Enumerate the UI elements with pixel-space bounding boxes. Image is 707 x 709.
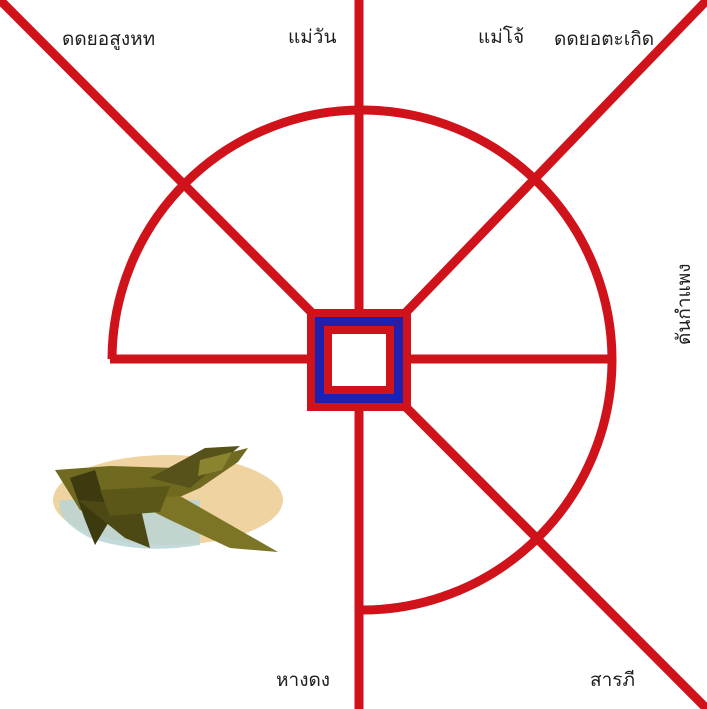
- label-bottom-center: หางดง: [276, 671, 330, 690]
- label-top-center: แม่วัน: [288, 28, 336, 47]
- label-top-left: ดดยอสูงหท: [62, 30, 155, 49]
- label-top-right-2: ดดยอตะเกิด: [554, 30, 654, 49]
- label-bottom-right: สารภี: [590, 671, 635, 690]
- center-square-hole: [332, 334, 386, 386]
- label-top-right-1: แม่โจ้: [478, 28, 524, 47]
- fighter-jet-icon: [53, 446, 283, 552]
- label-right-vertical: ดันกำแพง: [675, 263, 694, 345]
